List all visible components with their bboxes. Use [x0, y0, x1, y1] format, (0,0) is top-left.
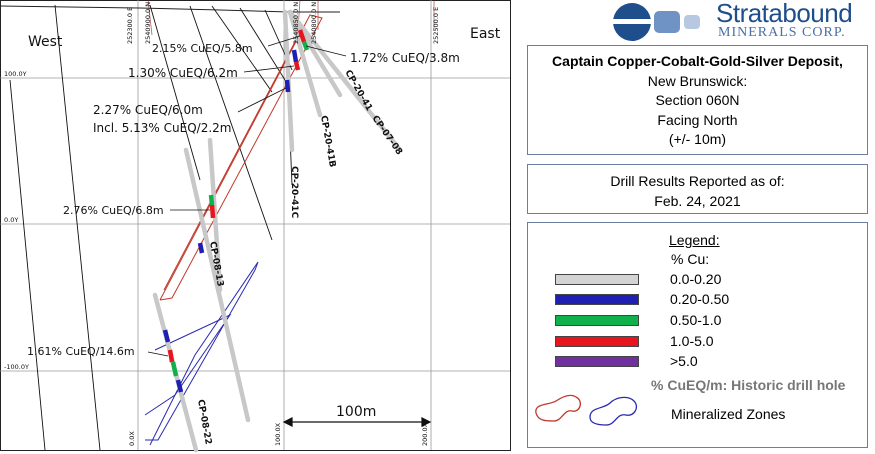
scale-bar-label: 100m — [336, 404, 376, 420]
legend-historic-label: % CuEQ/m: Historic drill hole — [651, 377, 846, 393]
intercept-label-2: 1.72% CuEQ/3.8m — [350, 51, 460, 65]
mineralized-zone-blue-icon — [589, 396, 638, 426]
legend-swatch — [555, 356, 639, 367]
mineralized-zones — [144, 14, 323, 446]
grid-label-top-5: 252500.0 E — [432, 7, 440, 44]
date-box-line-2: Feb. 24, 2021 — [654, 193, 741, 209]
west-label: West — [28, 34, 63, 50]
intercept-label-3: 1.30% CuEQ/6.2m — [128, 66, 238, 80]
legend-item: 0.20-0.50 — [528, 291, 867, 311]
company-logo: Stratabound MINERALS CORP. — [612, 0, 875, 44]
legend-range-label: 0.50-1.0 — [670, 312, 722, 328]
legend-swatch — [555, 294, 639, 305]
scale-bar — [282, 417, 432, 427]
legend-swatch — [555, 336, 639, 347]
grid — [0, 0, 510, 450]
grid-label-top-1: 252300.0 E — [126, 7, 134, 44]
grid-label-minus100y: -100.0Y — [4, 363, 29, 371]
grid-label-100x: 100.0X — [274, 422, 282, 446]
leader-lines — [147, 35, 347, 357]
intercept-label-5: Incl. 5.13% CuEQ/2.2m — [93, 121, 231, 135]
intercept-label-4: 2.27% CuEQ/6.0m — [93, 103, 203, 117]
grid-label-0x: 0.0X — [128, 431, 136, 446]
title-box-line-3: Facing North — [657, 111, 738, 128]
legend-item: 0.0-0.20 — [528, 271, 867, 291]
legend-item: >5.0 — [528, 353, 867, 373]
title-box: Captain Copper-Cobalt-Gold-Silver Deposi… — [527, 45, 868, 155]
intercept-label-6: 2.76% CuEQ/6.8m — [63, 204, 164, 217]
date-box: Drill Results Reported as of: Feb. 24, 2… — [527, 164, 868, 214]
legend-range-label: 1.0-5.0 — [670, 333, 714, 349]
legend-swatch — [555, 315, 639, 326]
mineralized-zone-red-icon — [535, 394, 582, 422]
legend-zones-label: Mineralized Zones — [671, 406, 786, 422]
legend-box: Legend: % Cu: 0.0-0.20 0.20-0.50 0.50-1.… — [527, 222, 868, 448]
grid-label-200x: 200.0X — [421, 422, 429, 446]
hole-label-cp-20-41c: CP-20-41C — [289, 166, 299, 219]
logo-name: Stratabound — [716, 0, 853, 28]
grid-label-top-3: 2540850.0 N — [292, 2, 300, 44]
title-box-title: Captain Copper-Cobalt-Gold-Silver Deposi… — [552, 53, 843, 69]
logo-subtitle: MINERALS CORP. — [718, 25, 846, 40]
grid-label-0y: 0.0Y — [4, 216, 18, 224]
intercept-label-1: 2.15% CuEQ/5.8m — [152, 42, 253, 55]
grid-label-100y: 100.0Y — [4, 70, 27, 78]
grid-label-top-4: 2540800.0 N — [310, 2, 318, 44]
east-label: East — [470, 26, 501, 42]
legend-subtitle: % Cu: — [671, 251, 710, 267]
title-box-line-1: New Brunswick: — [647, 72, 748, 89]
legend-range-label: 0.0-0.20 — [670, 271, 722, 287]
legend-item: 1.0-5.0 — [528, 333, 867, 353]
legend-item: 0.50-1.0 — [528, 312, 867, 332]
legend-swatch — [555, 274, 639, 285]
surface-line — [0, 5, 340, 13]
assay-segments — [162, 29, 310, 393]
logo-mark-icon — [613, 3, 700, 41]
title-box-line-4: (+/- 10m) — [668, 131, 727, 147]
legend-title: Legend: — [669, 232, 720, 248]
grid-label-top-2: 2540900.0 N — [144, 2, 152, 44]
cross-section-map: West East 100.0Y 0.0Y -100.0Y 0.0X 100.0… — [0, 0, 511, 453]
title-box-line-2: Section 060N — [655, 92, 740, 108]
intercept-label-7: 1.61% CuEQ/14.6m — [27, 345, 135, 358]
legend-range-label: 0.20-0.50 — [670, 291, 730, 307]
date-box-line-1: Drill Results Reported as of: — [610, 173, 785, 189]
legend-range-label: >5.0 — [670, 353, 698, 369]
